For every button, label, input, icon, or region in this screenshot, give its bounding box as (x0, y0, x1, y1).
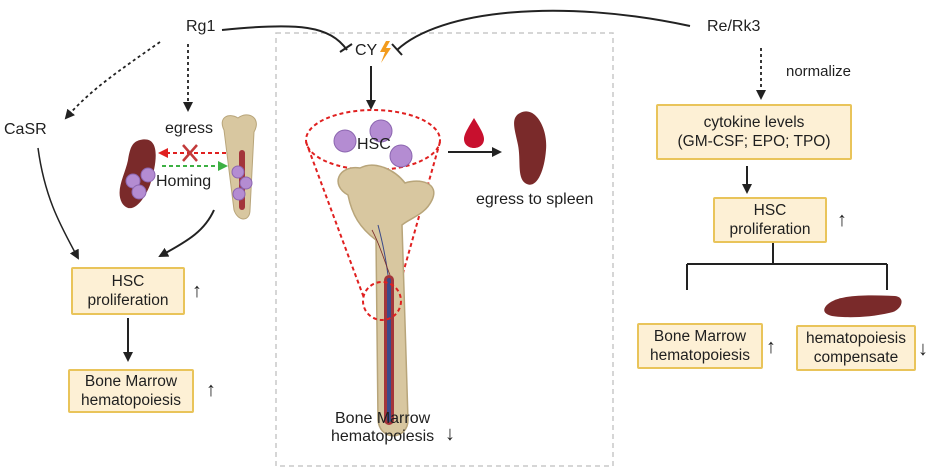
cell-icon (231, 165, 245, 179)
rg1-label: Rg1 (186, 18, 216, 35)
casr-label: CaSR (4, 121, 47, 138)
compensate-down-icon: ↓ (918, 338, 928, 360)
right-bm-hematopoiesis-box: Bone Marrow hematopoiesis (637, 323, 763, 369)
hematopoiesis-compensate-box: hematopoiesis compensate (796, 325, 916, 371)
left-hsc-proliferation-box: HSC proliferation (71, 267, 185, 315)
cell-icon (239, 176, 253, 190)
right-hsc-up-icon: ↑ (837, 209, 847, 231)
homing-label: Homing (156, 173, 212, 190)
blood-drop-icon (464, 118, 484, 148)
cell-icon (140, 167, 156, 183)
cross-icon (182, 144, 198, 162)
hsc-bubble-label: HSC (357, 136, 391, 153)
spleen-icon (514, 111, 547, 185)
left-hsc-up-icon: ↑ (192, 280, 202, 302)
cy-label: CY (355, 42, 378, 59)
rg1-inhibits-cy-line (221, 25, 348, 51)
casr-to-hsc-arrow (37, 147, 79, 260)
cell-icon (369, 119, 393, 143)
lightning-icon (380, 41, 391, 63)
cell-icon (389, 144, 413, 168)
right-hsc-proliferation-box: HSC proliferation (713, 197, 827, 243)
left-bm-up-icon: ↑ (206, 379, 216, 401)
rg1-to-casr-arrow (64, 41, 161, 120)
egress-label: egress (165, 120, 214, 137)
normalize-label: normalize (786, 63, 852, 80)
rerk3-inhibits-cy-line (396, 9, 691, 51)
center-panel-frame (275, 32, 614, 467)
spleen-icon (824, 295, 902, 318)
femur-icon (337, 164, 435, 437)
bone-focus-ellipse (362, 281, 402, 321)
cell-icon (333, 129, 357, 153)
cell-icon (131, 184, 147, 200)
right-bm-up-icon: ↑ (766, 336, 776, 358)
center-bm-label: Bone Marrow hematopoiesis (331, 410, 435, 445)
center-bm-down-icon: ↓ (445, 423, 455, 445)
left-bm-hematopoiesis-box: Bone Marrow hematopoiesis (68, 369, 194, 413)
spleen-icon (119, 139, 156, 209)
cell-icon (232, 187, 246, 201)
bone-to-hsc-arrow (158, 209, 215, 257)
cytokine-levels-box: cytokine levels (GM-CSF; EPO; TPO) (656, 104, 852, 160)
re-rk3-label: Re/Rk3 (707, 18, 761, 35)
egress-spleen-label: egress to spleen (476, 191, 594, 208)
